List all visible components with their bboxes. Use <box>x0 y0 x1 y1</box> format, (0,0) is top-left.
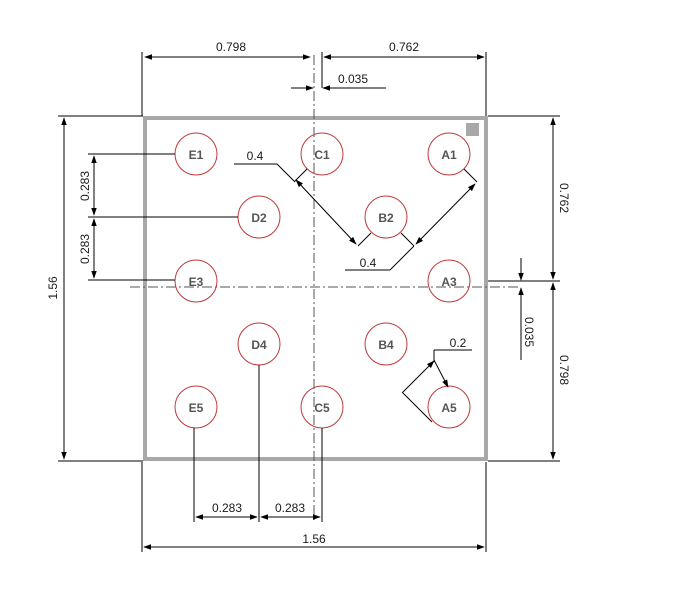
ball-label: D2 <box>251 211 267 225</box>
dim-diag-pitch-1: 0.4 <box>247 149 264 163</box>
ball-label: B4 <box>378 338 394 352</box>
dim-diag-pitch-2: 0.4 <box>360 256 377 270</box>
dim-center-offset-x: 0.035 <box>338 72 368 86</box>
ball-label: D4 <box>251 338 267 352</box>
dim-right-top: 0.762 <box>557 183 571 213</box>
ball-label: C5 <box>314 401 330 415</box>
bottom-dimensions <box>141 365 487 552</box>
dim-left-pitch-1: 0.283 <box>78 171 92 201</box>
ball-label: A3 <box>441 275 457 289</box>
ball-e5 <box>174 385 218 429</box>
ball-label: A5 <box>441 401 457 415</box>
ball-label: E1 <box>189 148 204 162</box>
ball-b4 <box>364 322 408 366</box>
package-outline <box>143 116 488 461</box>
dim-bottom-pitch-2: 0.283 <box>275 501 305 515</box>
ball-label: E5 <box>189 401 204 415</box>
ball-a3 <box>427 259 471 303</box>
dim-center-offset-y: 0.035 <box>522 317 536 347</box>
ball-e3 <box>174 259 218 303</box>
dim-ball-diameter: 0.2 <box>450 336 467 350</box>
dim-bottom-pitch-1: 0.283 <box>212 501 242 515</box>
top-dimensions <box>141 52 487 116</box>
dim-right-bottom: 0.798 <box>557 355 571 385</box>
ball-label: A1 <box>441 148 457 162</box>
ball-b2 <box>364 195 408 239</box>
pin1-marker <box>466 123 479 136</box>
ball-label: E3 <box>189 275 204 289</box>
dim-top-left: 0.798 <box>216 40 246 54</box>
ball-label: B2 <box>378 211 394 225</box>
ball-c1 <box>300 132 344 176</box>
dim-top-right: 0.762 <box>389 40 419 54</box>
ball-grid <box>174 132 471 429</box>
dim-left-total: 1.56 <box>46 276 60 300</box>
dim-bottom-total: 1.56 <box>302 532 326 546</box>
ball-a1 <box>427 132 471 176</box>
right-dimensions <box>488 115 560 462</box>
left-dimensions <box>58 115 238 462</box>
dim-left-pitch-2: 0.283 <box>78 234 92 264</box>
ball-a5 <box>427 385 471 429</box>
ball-label: C1 <box>314 148 330 162</box>
diagonal-dimensions <box>234 163 478 423</box>
